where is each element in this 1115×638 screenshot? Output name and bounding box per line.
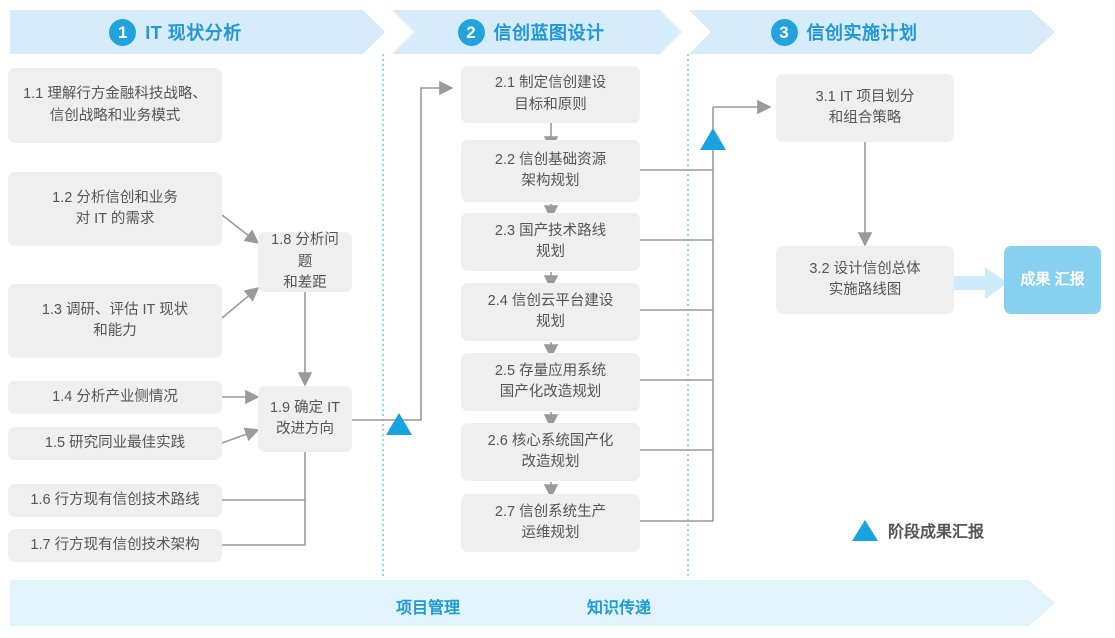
phase-number-3: 3: [771, 19, 798, 46]
task-2-1-line2: 目标和原则: [514, 96, 587, 113]
task-node-2-2[interactable]: 2.2 信创基础资源 架构规划: [461, 140, 640, 202]
task-node-2-7[interactable]: 2.7 信创系统生产 运维规划: [461, 494, 640, 552]
phase-segment-3[interactable]: 3 信创实施计划: [689, 10, 1055, 54]
footer-band: [10, 580, 1055, 626]
task-2-6-line1: 2.6 核心系统国产化: [487, 432, 614, 449]
task-1-9-line1: 1.9 确定 IT: [269, 399, 341, 416]
milestone-triangle-phase2: [700, 128, 726, 150]
task-1-5-line1: 1.5 研究同业最佳实践: [44, 434, 186, 451]
task-2-3-line1: 2.3 国产技术路线: [494, 222, 607, 239]
footer-label-project-management: 项目管理: [396, 600, 461, 617]
task-node-1-2[interactable]: 1.2 分析信创和业务 对 IT 的需求: [8, 172, 222, 246]
task-1-1-line1: 1.1 理解行方金融科技战略、: [23, 86, 207, 103]
task-2-2-line1: 2.2 信创基础资源: [494, 151, 607, 168]
task-node-1-6[interactable]: 1.6 行方现有信创技术路线: [8, 484, 222, 517]
task-1-7-line1: 1.7 行方现有信创技术架构: [30, 536, 200, 553]
task-1-6-line1: 1.6 行方现有信创技术路线: [30, 491, 200, 508]
task-node-3-1[interactable]: 3.1 IT 项目划分 和组合策略: [776, 74, 954, 142]
task-2-3-line2: 规划: [536, 244, 565, 260]
task-node-1-8[interactable]: 1.8 分析问题 和差距: [258, 232, 352, 292]
task-2-4-line2: 规划: [536, 314, 565, 330]
task-node-1-1[interactable]: 1.1 理解行方金融科技战略、 信创战略和业务模式: [8, 68, 222, 143]
legend-label: 阶段成果汇报: [888, 524, 985, 541]
task-node-1-5[interactable]: 1.5 研究同业最佳实践: [8, 427, 222, 460]
task-3-1-line1: 3.1 IT 项目划分: [815, 88, 915, 105]
result-arrow: [953, 267, 1008, 299]
phase-number-1: 1: [109, 19, 136, 46]
task-1-1-line2: 信创战略和业务模式: [49, 107, 181, 124]
phase-title-2: 信创蓝图设计: [493, 23, 605, 43]
task-2-2-line2: 架构规划: [521, 173, 580, 189]
task-1-9-line2: 改进方向: [275, 421, 334, 437]
task-1-2-line1: 1.2 分析信创和业务: [52, 189, 178, 206]
task-node-1-7[interactable]: 1.7 行方现有信创技术架构: [8, 529, 222, 562]
task-1-4-line1: 1.4 分析产业侧情况: [52, 388, 178, 405]
task-node-2-5[interactable]: 2.5 存量应用系统 国产化改造规划: [461, 353, 640, 411]
task-1-8-line2: 和差距: [283, 274, 327, 291]
result-line1: 成果: [1020, 270, 1051, 288]
task-2-4-line1: 2.4 信创云平台建设: [487, 292, 614, 309]
phase-segment-2[interactable]: 2 信创蓝图设计: [392, 10, 682, 54]
task-node-3-2[interactable]: 3.2 设计信创总体 实施路线图: [776, 246, 954, 314]
milestone-triangle-phase1: [386, 413, 412, 435]
triangle-marker-icon: [852, 519, 878, 541]
result-badge[interactable]: 成果 汇报: [1004, 246, 1101, 314]
result-line2: 汇报: [1054, 270, 1085, 288]
phase-title-3: 信创实施计划: [806, 23, 918, 43]
phase-segment-1[interactable]: 1 IT 现状分析: [10, 10, 385, 54]
task-2-7-line2: 运维规划: [521, 525, 580, 541]
task-1-2-line2: 对 IT 的需求: [75, 211, 155, 227]
task-1-8-line1: 1.8 分析问题: [271, 232, 339, 270]
task-3-2-line2: 实施路线图: [828, 282, 902, 298]
task-node-1-3[interactable]: 1.3 调研、评估 IT 现状 和能力: [8, 284, 222, 358]
task-1-3-line1: 1.3 调研、评估 IT 现状: [41, 301, 189, 318]
task-node-2-4[interactable]: 2.4 信创云平台建设 规划: [461, 283, 640, 341]
task-node-1-9[interactable]: 1.9 确定 IT 改进方向: [258, 386, 352, 452]
task-1-3-line2: 和能力: [93, 323, 137, 339]
legend: 阶段成果汇报: [852, 518, 984, 542]
phase-title-1: IT 现状分析: [145, 23, 242, 43]
task-2-6-line2: 改造规划: [521, 454, 580, 470]
task-node-2-3[interactable]: 2.3 国产技术路线 规划: [461, 213, 640, 271]
task-node-2-6[interactable]: 2.6 核心系统国产化 改造规划: [461, 423, 640, 481]
task-2-1-line1: 2.1 制定信创建设: [494, 75, 607, 92]
phase-number-2: 2: [458, 19, 485, 46]
task-2-5-line1: 2.5 存量应用系统: [494, 362, 607, 379]
task-2-7-line1: 2.7 信创系统生产: [494, 503, 607, 520]
footer-label-knowledge-transfer: 知识传递: [587, 600, 652, 617]
task-3-1-line2: 和组合策略: [828, 110, 902, 126]
task-3-2-line1: 3.2 设计信创总体: [809, 260, 921, 277]
task-node-1-4[interactable]: 1.4 分析产业侧情况: [8, 381, 222, 414]
task-node-2-1[interactable]: 2.1 制定信创建设 目标和原则: [461, 66, 640, 123]
task-2-5-line2: 国产化改造规划: [499, 384, 602, 400]
